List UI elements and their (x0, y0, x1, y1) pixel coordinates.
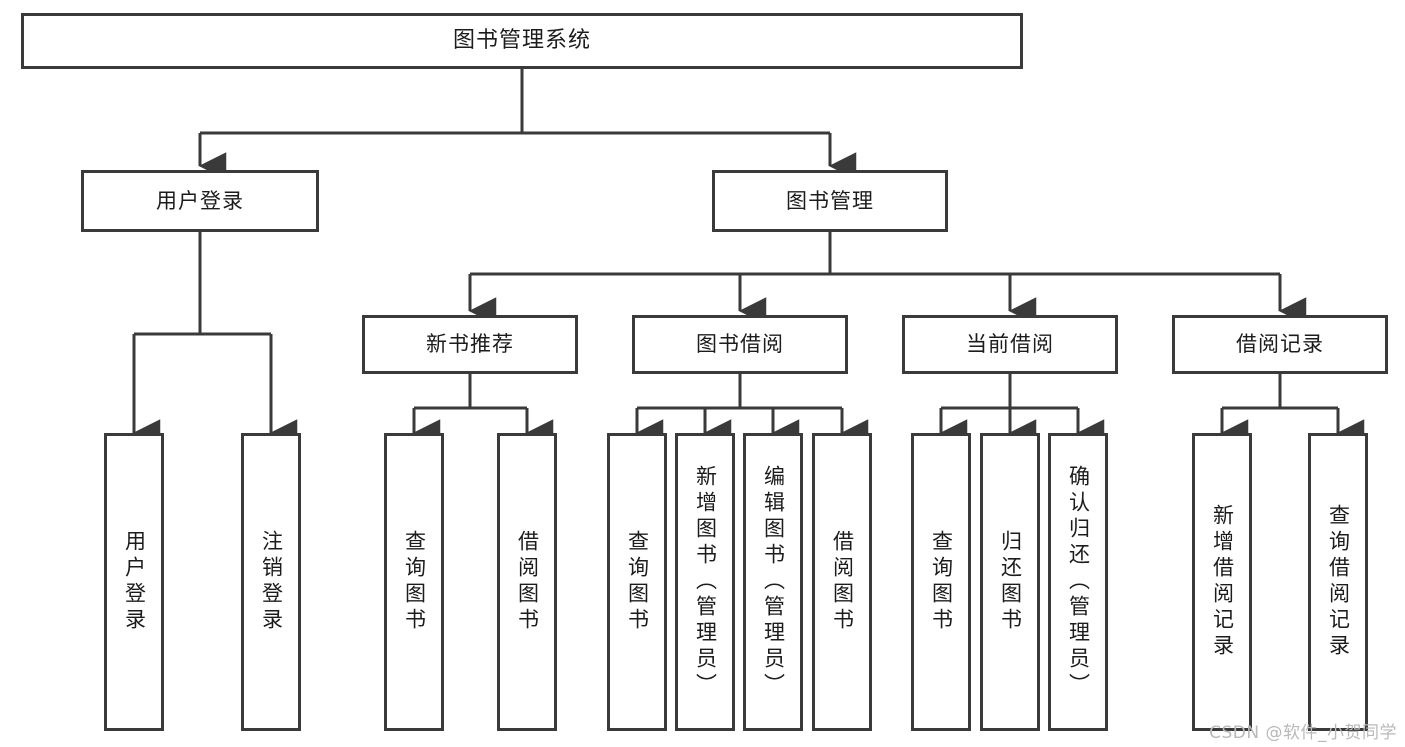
leaf-book-borrow-borrow[interactable]: 借阅图书 (812, 433, 872, 731)
leaf-book-borrow-edit[interactable]: 编辑图书（管理员） (743, 433, 803, 731)
leaf-current-borrow-query[interactable]: 查询图书 (911, 433, 971, 731)
node-label: 归还图书 (998, 530, 1023, 634)
leaf-new-book-borrow[interactable]: 借阅图书 (497, 433, 557, 731)
watermark-text: CSDN @软件_小贺同学 (1209, 723, 1397, 743)
leaf-user-login-logout[interactable]: 注销登录 (241, 433, 301, 731)
node-current-borrow[interactable]: 当前借阅 (902, 315, 1118, 374)
node-label: 查询借阅记录 (1326, 504, 1351, 660)
leaf-book-borrow-query[interactable]: 查询图书 (607, 433, 667, 731)
node-label: 注销登录 (259, 530, 284, 634)
node-root-system[interactable]: 图书管理系统 (21, 13, 1023, 69)
node-label: 图书管理 (786, 188, 874, 213)
node-label: 用户登录 (122, 530, 147, 634)
leaf-user-login-login[interactable]: 用户登录 (104, 433, 164, 731)
node-label: 查询图书 (929, 530, 954, 634)
node-label: 借阅记录 (1236, 332, 1324, 357)
node-label: 编辑图书（管理员） (761, 465, 786, 699)
node-label: 查询图书 (402, 530, 427, 634)
leaf-book-borrow-add[interactable]: 新增图书（管理员） (675, 433, 735, 731)
node-label: 新书推荐 (426, 332, 514, 357)
node-label: 当前借阅 (966, 332, 1054, 357)
leaf-borrow-record-add[interactable]: 新增借阅记录 (1192, 433, 1252, 731)
leaf-current-borrow-return[interactable]: 归还图书 (980, 433, 1040, 731)
node-new-book-recommend[interactable]: 新书推荐 (362, 315, 578, 374)
node-book-management[interactable]: 图书管理 (712, 170, 948, 232)
node-label: 图书借阅 (696, 332, 784, 357)
leaf-new-book-query[interactable]: 查询图书 (384, 433, 444, 731)
node-label: 查询图书 (625, 530, 650, 634)
node-borrow-record[interactable]: 借阅记录 (1172, 315, 1388, 374)
node-user-login[interactable]: 用户登录 (81, 170, 319, 232)
leaf-current-borrow-confirm[interactable]: 确认归还（管理员） (1048, 433, 1108, 731)
node-book-borrow[interactable]: 图书借阅 (632, 315, 848, 374)
leaf-borrow-record-query[interactable]: 查询借阅记录 (1308, 433, 1368, 731)
node-label: 确认归还（管理员） (1066, 465, 1091, 699)
node-label: 新增图书（管理员） (693, 465, 718, 699)
node-label: 新增借阅记录 (1210, 504, 1235, 660)
node-label: 借阅图书 (830, 530, 855, 634)
node-label: 图书管理系统 (452, 28, 591, 54)
node-label: 用户登录 (156, 188, 244, 213)
node-label: 借阅图书 (515, 530, 540, 634)
